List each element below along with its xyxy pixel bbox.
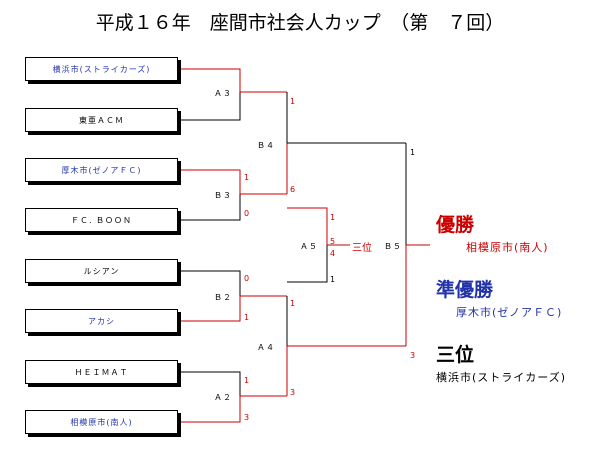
team-box: 横浜市(ストライカーズ) bbox=[25, 57, 178, 81]
score: 1 bbox=[244, 173, 250, 182]
score: 1 bbox=[410, 148, 416, 157]
score: 6 bbox=[290, 185, 296, 194]
third-place-label: 三位 bbox=[352, 243, 372, 254]
match-label: Ａ５ bbox=[300, 242, 318, 251]
team-name: 東亜ＡＣＭ bbox=[79, 115, 124, 125]
page-title: 平成１６年 座間市社会人カップ （第 ７回） bbox=[95, 12, 505, 34]
team-box: 相模原市(南人) bbox=[25, 410, 178, 434]
runner-up-team: 厚木市(ゼノアＦＣ) bbox=[456, 306, 563, 319]
bracket-line bbox=[178, 169, 241, 194]
match-label: Ｂ５ bbox=[384, 242, 402, 251]
team-name: ＦＣ. ＢＯＯＮ bbox=[70, 215, 133, 225]
team-name: 横浜市(ストライカーズ) bbox=[52, 64, 151, 74]
third-label: 三位 bbox=[436, 344, 475, 366]
match-label: Ａ４ bbox=[257, 343, 275, 352]
team-name: 相模原市(南人) bbox=[70, 417, 133, 427]
team-box: ＦＣ. ＢＯＯＮ bbox=[25, 208, 178, 232]
match-label: Ａ２ bbox=[214, 393, 232, 402]
team-box: ＨＥＩＭＡＴ bbox=[25, 360, 178, 384]
bracket-line bbox=[178, 92, 241, 121]
score: 1 bbox=[244, 313, 250, 322]
score: 0 bbox=[244, 274, 250, 283]
team-box: 東亜ＡＣＭ bbox=[25, 108, 178, 132]
score: 1 bbox=[330, 213, 336, 222]
bracket-line bbox=[178, 296, 241, 322]
score: 3 bbox=[244, 413, 250, 422]
runner-up-label: 準優勝 bbox=[436, 279, 494, 301]
score: 1 bbox=[290, 97, 296, 106]
team-name: 厚木市(ゼノアＦＣ) bbox=[61, 165, 142, 175]
bracket-line bbox=[178, 194, 241, 221]
team-box: ルシアン bbox=[25, 259, 178, 283]
match-label: Ｂ２ bbox=[214, 293, 232, 302]
champion-team: 相模原市(南人) bbox=[466, 241, 549, 254]
match-label: Ｂ４ bbox=[257, 141, 275, 150]
score: 1 bbox=[330, 275, 336, 284]
bracket-line bbox=[178, 68, 241, 92]
bracket-line bbox=[178, 371, 241, 396]
bracket-line bbox=[178, 396, 241, 423]
bracket-line bbox=[178, 270, 241, 296]
bracket-line bbox=[287, 207, 328, 245]
score: 3 bbox=[290, 388, 296, 397]
score: 1 bbox=[290, 299, 296, 308]
team-name: アカシ bbox=[88, 316, 115, 326]
match-label: Ａ３ bbox=[214, 89, 232, 98]
score: 0 bbox=[244, 209, 250, 218]
team-box: 厚木市(ゼノアＦＣ) bbox=[25, 158, 178, 182]
team-box: アカシ bbox=[25, 309, 178, 333]
score: 4 bbox=[330, 249, 336, 258]
team-name: ルシアン bbox=[83, 266, 120, 276]
champion-label: 優勝 bbox=[436, 214, 475, 236]
score: 3 bbox=[410, 351, 416, 360]
third-team: 横浜市(ストライカーズ) bbox=[436, 371, 567, 384]
score: 1 bbox=[244, 376, 250, 385]
bracket-line bbox=[287, 245, 328, 283]
score: 5 bbox=[330, 237, 336, 246]
team-name: ＨＥＩＭＡＴ bbox=[74, 367, 129, 377]
match-label: Ｂ３ bbox=[214, 191, 232, 200]
